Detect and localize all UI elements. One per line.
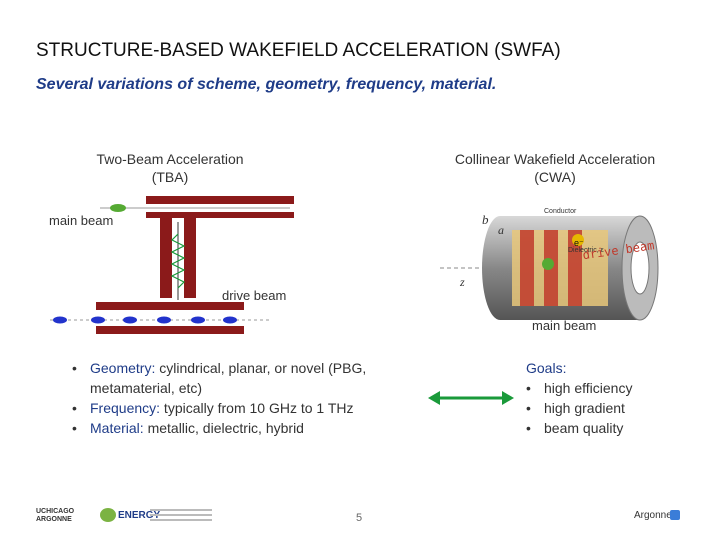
tba-drive-bunch [157,316,171,324]
doe-seal-icon [100,508,116,522]
cwa-charge-label: e⁻ [574,238,584,248]
list-item: • Material: metallic, dielectric, hybrid [72,420,304,436]
tba-drive-bunch [191,316,205,324]
cwa-radius-b: b [482,212,489,227]
variation-key: Frequency: [90,400,161,416]
cwa-heading: Collinear Wakefield Acceleration (CWA) [430,150,680,186]
footer-fine-print [150,514,212,516]
list-item: •high gradient [526,400,625,416]
tba-upper-structure-bottom [146,212,294,218]
page-title: STRUCTURE-BASED WAKEFIELD ACCELERATION (… [36,40,561,61]
tba-drive-beam-label: drive beam [222,288,287,303]
uchicago-argonne-logo: UCHICAGO ARGONNE [36,508,75,523]
tba-drive-bunch [91,316,105,324]
cwa-heading-line1: Collinear Wakefield Acceleration [454,151,656,167]
goals-heading: Goals: [526,360,567,376]
variation-text: typically from 10 GHz to 1 THz [160,400,354,416]
goal-text: high gradient [544,400,625,416]
cwa-drive-bunch [572,234,584,246]
goal-text: beam quality [544,420,624,436]
list-item: •beam quality [526,420,624,436]
cwa-dielectric-label: Dielectric, ε [568,247,604,254]
cwa-tube-bore [630,241,650,295]
page-subtitle: Several variations of scheme, geometry, … [36,76,497,93]
cwa-diagram: Conductor Dielectric, ε b a z e⁻ drive b… [440,208,659,321]
tba-diagram [50,196,294,334]
tba-upper-structure-top [146,196,294,204]
cwa-field-band [568,230,582,306]
cwa-axis-label: z [459,275,465,289]
tba-heading-line1: Two-Beam Acceleration [96,151,244,167]
variation-text: cylindrical, planar, or novel (PBG, meta… [90,360,367,396]
tba-heading-line2: (TBA) [151,169,189,185]
cwa-heading-line2: (CWA) [534,169,576,185]
page-number: 5 [356,512,363,524]
tba-waveguide-right [184,218,196,298]
tba-lower-structure-bottom [96,326,244,334]
tba-drive-bunch [123,316,137,324]
argonne-logo-mark-icon [670,510,680,520]
tba-main-beam-label: main beam [49,213,114,228]
cwa-field-band [520,230,534,306]
list-item: • Frequency: typically from 10 GHz to 1 … [72,400,354,416]
footer-fine-print [150,509,212,511]
cwa-main-bunch [542,258,554,270]
double-arrow-icon [428,391,514,405]
energy-logo: ENERGY [118,510,161,521]
variation-key: Geometry: [90,360,156,376]
tba-drive-bunch [223,316,237,324]
tba-rf-wave [170,233,186,289]
cwa-radius-a: a [498,223,504,237]
goals-list: Goals: •high efficiency •high gradient •… [526,358,706,438]
cwa-main-beam-label: main beam [532,318,597,333]
tba-main-bunch [110,204,126,212]
footer-fine-print [150,519,212,521]
argonne-logo: Argonne [634,510,672,521]
tba-waveguide-left [160,218,172,298]
cwa-conductor-label: Conductor [544,208,577,215]
variation-text: metallic, dielectric, hybrid [143,420,304,436]
tba-drive-bunch [53,316,67,324]
tba-heading: Two-Beam Acceleration (TBA) [70,150,270,186]
tba-lower-structure-top [96,302,244,310]
list-item: • Geometry: cylindrical, planar, or nove… [72,360,367,396]
list-item: •high efficiency [526,380,633,396]
goal-text: high efficiency [544,380,633,396]
variations-list: • Geometry: cylindrical, planar, or nove… [72,358,417,438]
variation-key: Material: [90,420,144,436]
